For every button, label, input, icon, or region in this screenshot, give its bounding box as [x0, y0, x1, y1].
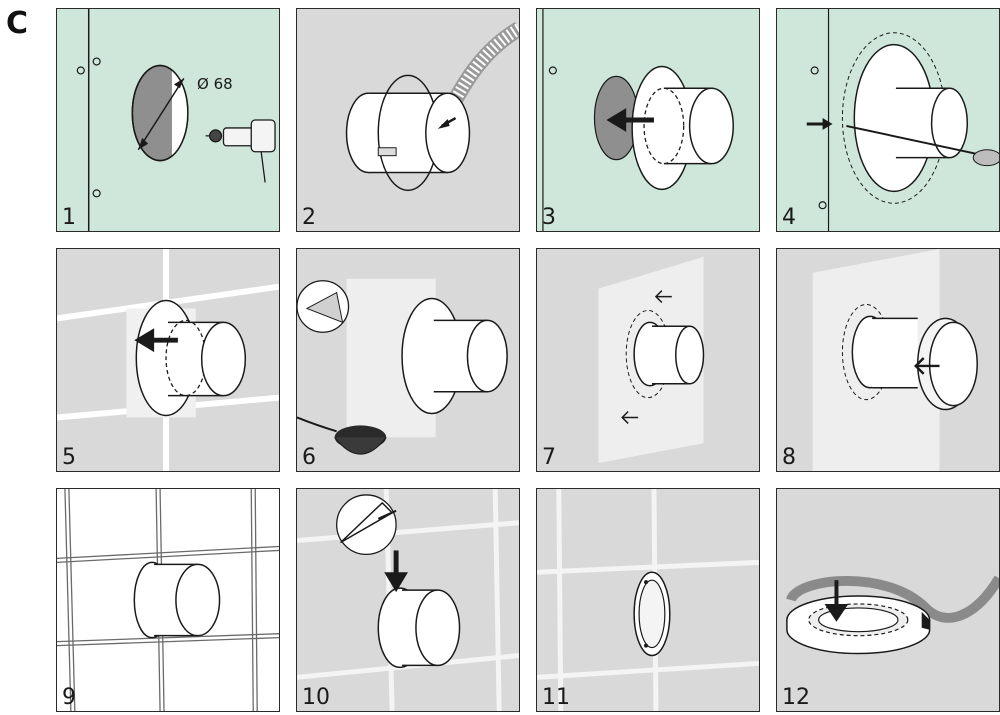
panel-step-5: 5 [56, 248, 280, 472]
plaster-smoothing-illustration [537, 249, 759, 471]
cut-box-illustration [297, 489, 519, 711]
step-number: 8 [782, 447, 796, 469]
step-number: 1 [62, 207, 76, 229]
step-number: 5 [62, 447, 76, 469]
panel-step-11: 11 [536, 488, 760, 712]
step-number: 10 [302, 687, 330, 709]
step-number: 12 [782, 687, 810, 709]
seal-ring-illustration [777, 489, 999, 711]
panel-step-7: 7 [536, 248, 760, 472]
insert-box-illustration [537, 9, 759, 231]
panel-step-2: 2 [296, 8, 520, 232]
panel-step-12: 12 [776, 488, 1000, 712]
box-with-conduit-illustration [297, 9, 519, 231]
step-number: 11 [542, 687, 570, 709]
step-number: 2 [302, 207, 316, 229]
brick-wall-insert-illustration [57, 249, 279, 471]
panel-step-8: 8 [776, 248, 1000, 472]
flush-finish-illustration [537, 489, 759, 711]
panel-step-6: 6 [296, 248, 520, 472]
panel-step-3: 3 [536, 8, 760, 232]
screw-fixing-illustration [777, 9, 999, 231]
step-number: 9 [62, 687, 76, 709]
step-number: 7 [542, 447, 556, 469]
step-number: 4 [782, 207, 796, 229]
panel-step-1: Ø 68 1 [56, 8, 280, 232]
panel-step-10: 10 [296, 488, 520, 712]
cut-hole-illustration [57, 9, 279, 231]
step-number: 3 [542, 207, 556, 229]
panel-step-9: 9 [56, 488, 280, 712]
panel-step-4: 4 [776, 8, 1000, 232]
mortar-fill-illustration [297, 249, 519, 471]
tiled-wall-illustration [57, 489, 279, 711]
step-number: 6 [302, 447, 316, 469]
diameter-label: Ø 68 [197, 75, 233, 93]
protective-cap-illustration [777, 249, 999, 471]
section-letter: C [6, 6, 28, 41]
